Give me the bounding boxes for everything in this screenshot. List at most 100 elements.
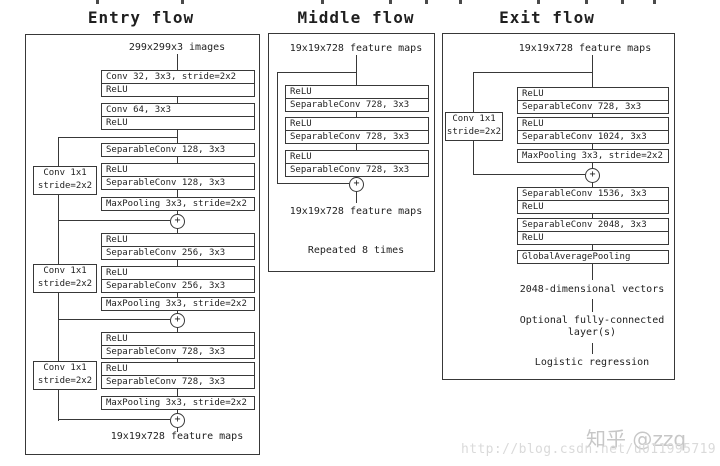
layer-label: Conv 1x1 bbox=[43, 168, 87, 178]
layer-label: GlobalAveragePooling bbox=[522, 252, 631, 262]
sepconv-layer-box: ReLU SeparableConv 728, 3x3 bbox=[101, 362, 255, 389]
middle-flow-panel bbox=[268, 33, 435, 272]
sepconv-layer-box: ReLU SeparableConv 128, 3x3 bbox=[101, 163, 255, 190]
conv-layer-box: Conv 64, 3x3 ReLU bbox=[101, 103, 255, 130]
skip-conv-box: Conv 1x1 stride=2x2 bbox=[445, 112, 503, 141]
layer-label: Conv 1x1 bbox=[43, 266, 87, 276]
repeat-note-label: Repeated 8 times bbox=[307, 245, 405, 256]
residual-add-node: + bbox=[170, 313, 185, 328]
add-icon: + bbox=[174, 414, 181, 425]
connector-line bbox=[473, 72, 592, 73]
sepconv-layer-box: ReLU SeparableConv 728, 3x3 bbox=[101, 332, 255, 359]
layer-label: Conv 64, 3x3 bbox=[106, 105, 172, 115]
connector-line bbox=[277, 183, 349, 184]
fc-layers-label: Optional fully-connected layer(s) bbox=[482, 315, 702, 339]
maxpool-layer-box: MaxPooling 3x3, stride=2x2 bbox=[517, 149, 669, 163]
entry-output-shape-label: 19x19x728 feature maps bbox=[110, 431, 244, 442]
add-icon: + bbox=[174, 215, 181, 226]
maxpool-layer-box: MaxPooling 3x3, stride=2x2 bbox=[101, 396, 255, 410]
layer-label: SeparableConv 728, 3x3 bbox=[102, 375, 254, 388]
conv-layer-box: Conv 32, 3x3, stride=2x2 ReLU bbox=[101, 70, 255, 97]
layer-label: Conv 1x1 bbox=[452, 114, 496, 124]
connector-line bbox=[58, 137, 177, 138]
layer-label: ReLU bbox=[106, 235, 128, 245]
layer-label: SeparableConv 256, 3x3 bbox=[102, 279, 254, 292]
fc-layers-label-line1: Optional fully-connected bbox=[519, 315, 665, 326]
layer-label: stride=2x2 bbox=[37, 279, 93, 289]
connector-line bbox=[592, 299, 593, 312]
layer-label: stride=2x2 bbox=[446, 127, 502, 137]
residual-add-node: + bbox=[170, 214, 185, 229]
sepconv-layer-box: ReLU SeparableConv 728, 3x3 bbox=[285, 150, 429, 177]
residual-add-node: + bbox=[349, 177, 364, 192]
layer-label: SeparableConv 728, 3x3 bbox=[286, 98, 428, 111]
exit-input-shape-label: 19x19x728 feature maps bbox=[518, 43, 652, 54]
layer-label: SeparableConv 1536, 3x3 bbox=[522, 189, 647, 199]
layer-label: ReLU bbox=[106, 364, 128, 374]
layer-label: ReLU bbox=[102, 116, 254, 129]
layer-label: stride=2x2 bbox=[37, 181, 93, 191]
sepconv-layer-box: ReLU SeparableConv 728, 3x3 bbox=[285, 85, 429, 112]
watermark-brand: 知乎 @zzq bbox=[586, 427, 687, 451]
layer-label: ReLU bbox=[106, 165, 128, 175]
add-icon: + bbox=[353, 178, 360, 189]
layer-label: ReLU bbox=[290, 152, 312, 162]
layer-label: ReLU bbox=[106, 334, 128, 344]
layer-label: SeparableConv 128, 3x3 bbox=[106, 145, 226, 155]
connector-line bbox=[592, 343, 593, 354]
sepconv-layer-box: SeparableConv 2048, 3x3 ReLU bbox=[517, 218, 669, 245]
layer-label: MaxPooling 3x3, stride=2x2 bbox=[106, 299, 247, 309]
layer-label: ReLU bbox=[290, 119, 312, 129]
vectors-label: 2048-dimensional vectors bbox=[519, 284, 665, 295]
layer-label: MaxPooling 3x3, stride=2x2 bbox=[106, 398, 247, 408]
layer-label: SeparableConv 1024, 3x3 bbox=[518, 130, 668, 143]
skip-conv-box: Conv 1x1 stride=2x2 bbox=[33, 361, 97, 390]
layer-label: ReLU bbox=[290, 87, 312, 97]
sepconv-layer-box: SeparableConv 1536, 3x3 ReLU bbox=[517, 187, 669, 214]
layer-label: SeparableConv 728, 3x3 bbox=[518, 100, 668, 113]
layer-label: Conv 1x1 bbox=[43, 363, 87, 373]
layer-label: stride=2x2 bbox=[37, 376, 93, 386]
residual-add-node: + bbox=[170, 413, 185, 428]
add-icon: + bbox=[589, 169, 596, 180]
sepconv-layer-box: ReLU SeparableConv 256, 3x3 bbox=[101, 233, 255, 260]
sepconv-layer-box: SeparableConv 128, 3x3 bbox=[101, 143, 255, 157]
sepconv-layer-box: ReLU SeparableConv 728, 3x3 bbox=[285, 117, 429, 144]
layer-label: SeparableConv 728, 3x3 bbox=[286, 163, 428, 176]
sepconv-layer-box: ReLU SeparableConv 256, 3x3 bbox=[101, 266, 255, 293]
residual-add-node: + bbox=[585, 168, 600, 183]
sepconv-layer-box: ReLU SeparableConv 1024, 3x3 bbox=[517, 117, 669, 144]
layer-label: SeparableConv 128, 3x3 bbox=[102, 176, 254, 189]
maxpool-layer-box: MaxPooling 3x3, stride=2x2 bbox=[101, 197, 255, 211]
add-icon: + bbox=[174, 314, 181, 325]
middle-flow-title: Middle flow bbox=[297, 8, 415, 27]
connector-line bbox=[473, 174, 585, 175]
skip-conv-box: Conv 1x1 stride=2x2 bbox=[33, 264, 97, 293]
watermark-url: http://blog.csdn.net/u011995719 bbox=[461, 442, 717, 457]
entry-input-shape-label: 299x299x3 images bbox=[128, 42, 226, 53]
connector-line bbox=[592, 55, 593, 280]
connector-line bbox=[277, 72, 356, 73]
layer-label: SeparableConv 728, 3x3 bbox=[102, 345, 254, 358]
maxpool-layer-box: MaxPooling 3x3, stride=2x2 bbox=[101, 297, 255, 311]
layer-label: SeparableConv 2048, 3x3 bbox=[522, 220, 647, 230]
layer-label: SeparableConv 728, 3x3 bbox=[286, 130, 428, 143]
middle-output-shape-label: 19x19x728 feature maps bbox=[289, 206, 423, 217]
layer-label: SeparableConv 256, 3x3 bbox=[102, 246, 254, 259]
layer-label: Conv 32, 3x3, stride=2x2 bbox=[106, 72, 237, 82]
exit-flow-panel bbox=[442, 33, 675, 380]
layer-label: ReLU bbox=[106, 268, 128, 278]
exit-flow-title: Exit flow bbox=[499, 8, 595, 27]
skip-conv-box: Conv 1x1 stride=2x2 bbox=[33, 166, 97, 195]
logistic-regression-label: Logistic regression bbox=[534, 357, 650, 368]
gap-layer-box: GlobalAveragePooling bbox=[517, 250, 669, 264]
layer-label: ReLU bbox=[518, 231, 668, 244]
layer-label: ReLU bbox=[522, 89, 544, 99]
layer-label: ReLU bbox=[522, 119, 544, 129]
middle-input-shape-label: 19x19x728 feature maps bbox=[289, 43, 423, 54]
layer-label: MaxPooling 3x3, stride=2x2 bbox=[522, 151, 663, 161]
layer-label: ReLU bbox=[102, 83, 254, 96]
entry-flow-panel bbox=[25, 34, 260, 455]
sepconv-layer-box: ReLU SeparableConv 728, 3x3 bbox=[517, 87, 669, 114]
